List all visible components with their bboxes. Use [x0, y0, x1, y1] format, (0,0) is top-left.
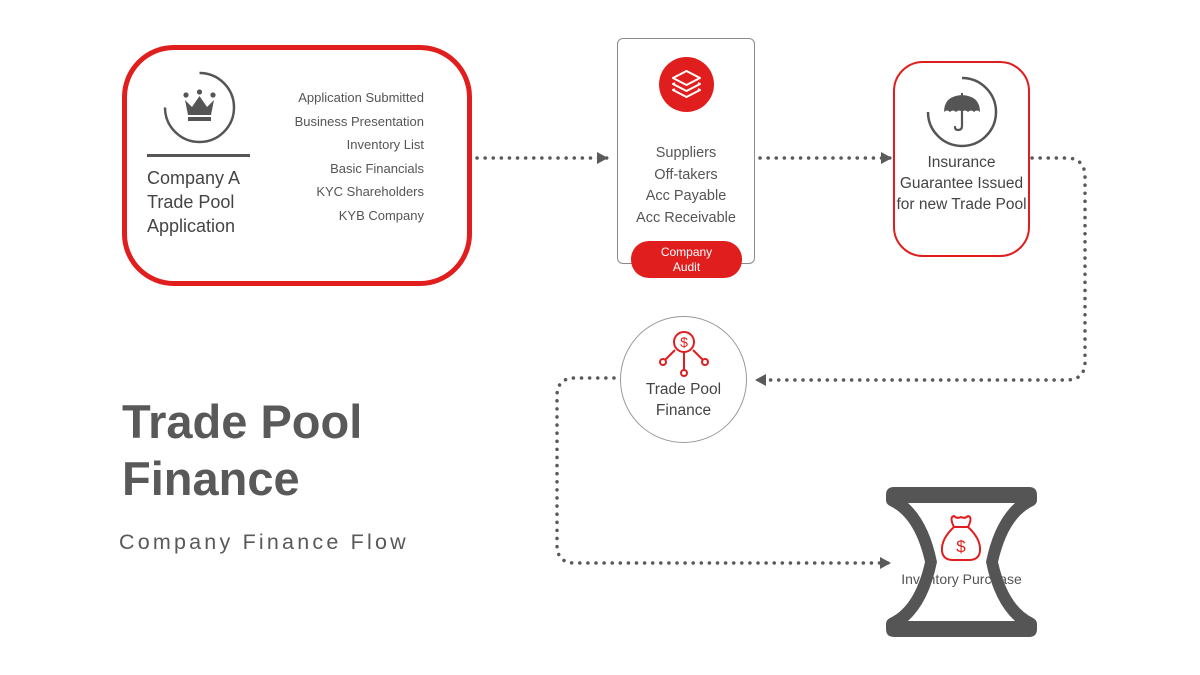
umbrella-icon	[926, 76, 998, 148]
audit-item: Acc Payable	[645, 188, 727, 204]
svg-text:$: $	[956, 537, 966, 556]
requirement-item: Business Presentation	[294, 113, 424, 129]
trade-pool-finance-label: Trade Pool Finance	[645, 381, 722, 419]
application-title: Company A Trade Pool Application	[147, 168, 240, 236]
page-subtitle: Company Finance Flow	[119, 530, 409, 554]
audit-icon-badge	[659, 57, 714, 112]
inventory-purchase-node	[886, 487, 1037, 637]
audit-items: Suppliers Off-takers Acc Payable Acc Rec…	[617, 143, 755, 229]
audit-item: Acc Receivable	[636, 209, 736, 226]
requirement-item: Inventory List	[346, 137, 424, 153]
edge-insurance-to-trade-pool-finance	[754, 156, 1087, 386]
svg-text:$: $	[680, 334, 688, 350]
dollar-network-icon: $	[659, 331, 709, 377]
page-title: Trade Pool Finance	[122, 395, 363, 505]
trade-pool-finance-node	[620, 316, 747, 443]
requirement-item: Application Submitted	[298, 90, 424, 105]
layers-icon	[672, 70, 701, 98]
crown-icon	[163, 71, 236, 144]
company-audit-badge: Company Audit	[631, 241, 742, 278]
application-node	[122, 45, 472, 286]
money-bag-icon: $	[940, 515, 982, 561]
insurance-label: Insurance Guarantee Issued for new Trade…	[896, 154, 1027, 213]
audit-item: Suppliers	[655, 145, 717, 161]
requirement-item: KYB Company	[338, 207, 424, 223]
inventory-purchase-label: Inventory Purchase	[901, 571, 1022, 587]
application-requirements: Application Submitted Business Presentat…	[250, 86, 424, 228]
audit-item: Off-takers	[654, 166, 718, 183]
requirement-item: Basic Financials	[330, 160, 424, 176]
application-title-rule	[147, 154, 250, 157]
requirement-item: KYC Shareholders	[316, 184, 424, 200]
